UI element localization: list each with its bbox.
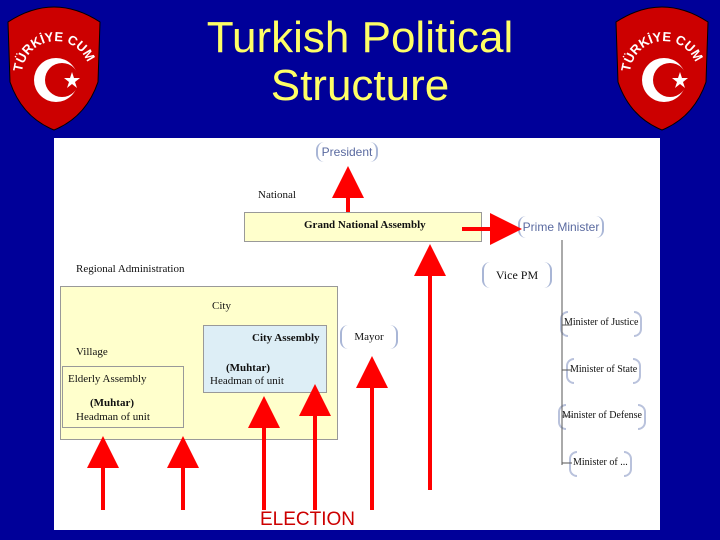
village-box [62, 366, 184, 428]
city-assembly-box [203, 325, 327, 393]
prime-minister-label: Prime Minister [522, 220, 600, 234]
national-label: National [258, 189, 296, 201]
mayor-label: Mayor [354, 331, 384, 343]
city-assembly-label: City Assembly [252, 332, 320, 344]
regional-label: Regional Administration [76, 263, 185, 275]
elderly-assembly-label: Elderly Assembly [68, 373, 147, 385]
assembly-box [244, 212, 482, 242]
city-label: City [212, 300, 231, 312]
president-label: President [321, 145, 373, 159]
slide-title: Turkish Political Structure [140, 14, 580, 110]
assembly-label: Grand National Assembly [304, 219, 426, 231]
turkish-republic-seal-right: TÜRKİYE CUMHURİYETİ [614, 2, 709, 131]
president-node: President [316, 142, 378, 162]
village-label: Village [76, 346, 108, 358]
minister-other: Minister of ... [569, 451, 632, 477]
election-label: ELECTION [260, 509, 356, 530]
title-line-2: Structure [270, 61, 450, 110]
muhtar-village-line1: (Muhtar) [90, 397, 134, 409]
muhtar-village-line2: Headman of unit [76, 411, 150, 423]
muhtar-city-line2: Headman of unit [210, 375, 284, 387]
vice-pm-node: Vice PM [482, 262, 552, 288]
vice-pm-label: Vice PM [495, 268, 539, 282]
mayor-node: Mayor [340, 325, 398, 349]
turkish-republic-seal-left: TÜRKİYE CUMHURİYETİ [6, 2, 101, 131]
muhtar-city-line1: (Muhtar) [226, 362, 270, 374]
title-line-1: Turkish Political [206, 13, 514, 62]
